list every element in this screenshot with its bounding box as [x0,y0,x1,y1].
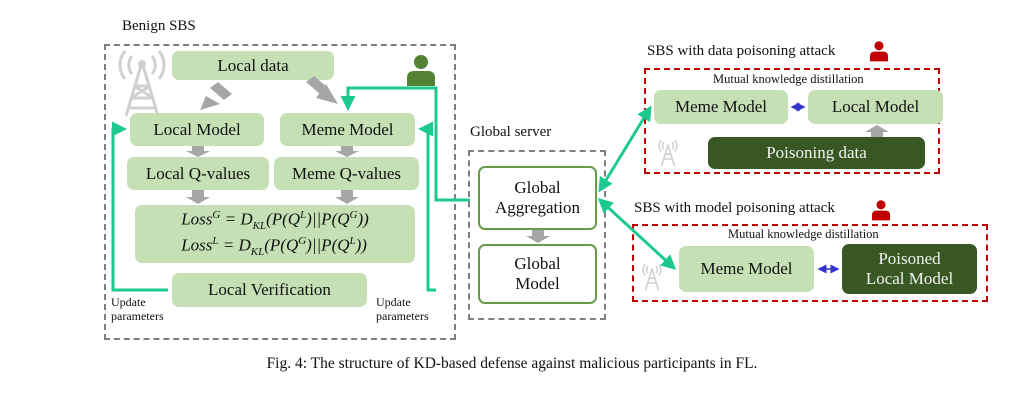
benign-user-icon [407,55,435,86]
global-to-dp-arrow [598,105,652,193]
loss-g-formula: LossG = DKL(P(QL)||P(QG)) [181,209,369,233]
update-arrow-left [111,121,168,292]
meme-sync-arrow [340,86,470,202]
attacker-user-icon [871,200,891,221]
loss-l-formula: LossL = DKL(P(QG)||P(QL)) [181,235,367,259]
dp-local-model-box: Local Model [808,90,943,124]
data-poisoning-kd-label: Mutual knowledge distillation [713,72,864,86]
local-model-box: Local Model [130,113,264,146]
gray-arrow [526,230,550,243]
model-poisoning-kd-label: Mutual knowledge distillation [728,227,879,241]
data-poisoning-title: SBS with data poisoning attack [647,43,836,59]
local-verification-box: Local Verification [172,273,367,307]
global-to-mp-arrow [597,197,677,271]
figure-caption: Fig. 4: The structure of KD-based defens… [266,355,758,372]
cell-tower-icon [118,50,166,117]
mp-meme-model-box: Meme Model [679,246,814,292]
poisoning-data-box: Poisoning data [708,137,925,169]
attacker-user-icon [869,41,889,62]
update-arrow-right [418,121,436,292]
cell-tower-icon [658,139,678,167]
gray-arrow [210,82,232,100]
local-data-box: Local data [172,51,334,80]
gray-arrow [186,190,210,204]
model-poisoning-title: SBS with model poisoning attack [634,200,835,216]
benign-sbs-container [104,44,456,340]
global-server-title: Global server [470,124,552,140]
meme-q-values-box: Meme Q-values [274,157,419,190]
gray-arrow [316,84,338,104]
gray-arrow [335,190,359,204]
meme-model-box: Meme Model [280,113,415,146]
gray-arrow [865,125,889,137]
gray-arrow [186,146,210,157]
dp-meme-model-box: Meme Model [654,90,788,124]
loss-formula-box: LossG = DKL(P(QL)||P(QG)) LossL = DKL(P(… [135,205,415,263]
benign-sbs-title: Benign SBS [122,18,196,34]
gray-arrow [335,146,359,157]
gray-arrow [200,96,220,110]
local-q-values-box: Local Q-values [127,157,269,190]
